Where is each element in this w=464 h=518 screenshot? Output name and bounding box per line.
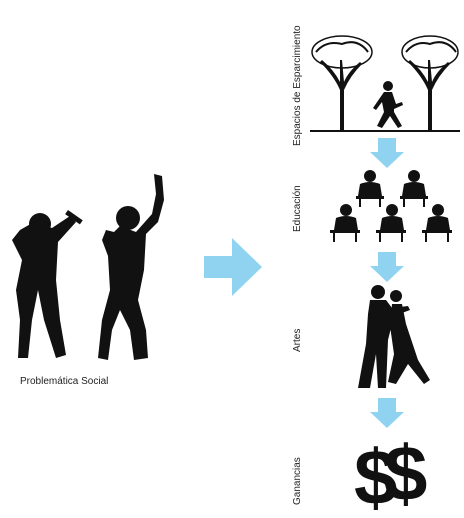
social-problem-illustration [12,174,164,360]
stage-label-ganancias: Ganancias [292,457,303,505]
students-desks-icon [330,170,452,242]
dancer-silhouette [98,174,164,360]
caption-problematica-social: Problemática Social [20,376,109,387]
stage-label-artes: Artes [292,328,303,352]
stage-label-espacios: Espacios de Esparcimiento [292,25,303,146]
down-arrow-icon [370,398,404,428]
dollar-signs-icon: $ $ [354,429,427,518]
student-figure [356,170,384,207]
park-walker-icon [310,35,460,132]
student-figure [376,204,406,242]
student-figure [400,170,428,207]
down-arrow-icon [370,252,404,282]
singer-silhouette [12,210,83,358]
student-figure [422,204,452,242]
main-arrow-icon [204,238,262,296]
svg-text:$: $ [384,429,427,517]
down-arrow-icon [370,138,404,168]
dancing-couple-icon [358,285,430,388]
svg-text:$: $ [354,433,397,518]
student-figure [330,204,360,242]
stage-label-educacion: Educación [292,185,303,232]
